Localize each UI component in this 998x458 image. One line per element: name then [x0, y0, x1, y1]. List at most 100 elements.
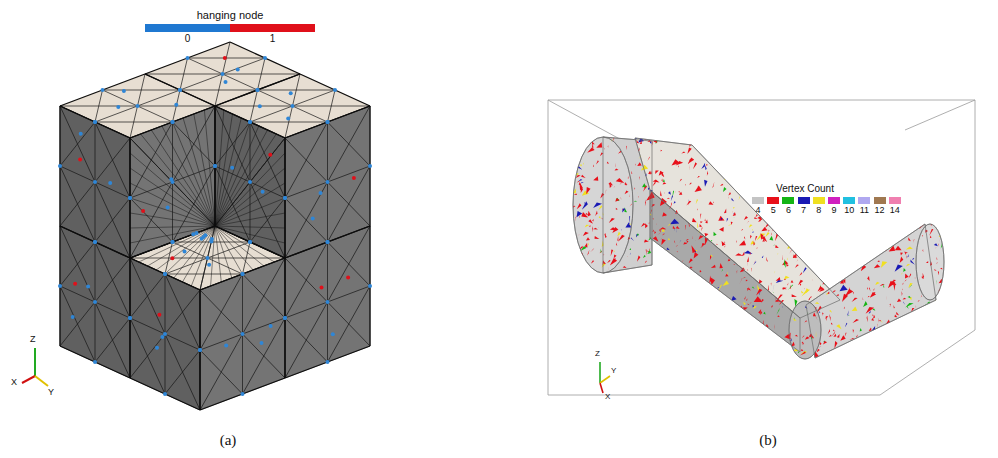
cell-mark	[864, 239, 866, 243]
cell-mark	[935, 166, 941, 172]
cell-mark	[720, 263, 723, 268]
mesh-edge	[215, 226, 253, 270]
mesh-edge	[60, 166, 95, 182]
cell-mark	[617, 334, 621, 338]
cell-mark	[730, 319, 733, 321]
mesh-edge	[200, 290, 243, 334]
cell-mark	[858, 182, 860, 188]
mesh-node	[198, 348, 202, 352]
cell-mark	[659, 339, 665, 341]
cell-mark	[891, 350, 894, 353]
cell-mark	[856, 244, 860, 247]
panel-label: (a)	[220, 432, 237, 449]
cell-mark	[793, 146, 798, 152]
mesh-edge	[242, 274, 243, 334]
cell-mark	[895, 315, 898, 318]
cell-mark	[823, 341, 827, 344]
cell-mark	[571, 323, 573, 328]
cell-mark	[771, 232, 772, 236]
cell-mark	[789, 349, 793, 350]
cell-mark	[786, 149, 788, 152]
cell-mark	[686, 239, 689, 241]
cell-mark	[697, 176, 700, 178]
cell-mark	[840, 210, 841, 212]
mesh-edge	[215, 114, 233, 226]
cell-mark	[845, 168, 849, 173]
axis-label: X	[11, 377, 17, 387]
cell-mark	[717, 169, 719, 171]
cell-mark	[752, 161, 755, 164]
cell-mark	[636, 283, 642, 286]
cell-mark	[695, 250, 696, 253]
cell-mark	[571, 185, 572, 190]
cell-mark	[928, 313, 931, 315]
cell-mark	[921, 324, 923, 326]
cell-mark	[778, 352, 781, 358]
cell-mark	[845, 323, 847, 328]
cell-mark	[774, 358, 782, 366]
cell-mark	[616, 178, 625, 183]
cell-mark	[796, 259, 798, 262]
cell-mark	[896, 312, 899, 316]
cell-mark	[817, 171, 819, 173]
cell-mark	[883, 232, 885, 235]
cell-mark	[835, 252, 837, 256]
cell-mark	[686, 241, 688, 244]
cell-mark	[583, 163, 585, 165]
cell-mark	[831, 322, 833, 324]
cell-mark	[654, 255, 656, 257]
axis-y	[35, 376, 48, 386]
cell-mark	[865, 163, 873, 167]
mesh-edge	[130, 138, 215, 226]
cell-mark	[830, 230, 834, 233]
cell-mark	[702, 361, 704, 366]
cell-mark	[647, 250, 651, 254]
cell-mark	[897, 319, 901, 323]
cell-mark	[585, 225, 590, 228]
mesh-node	[368, 284, 372, 288]
crank-mesh	[548, 100, 975, 395]
cell-mark	[936, 220, 941, 224]
cell-mark	[923, 333, 927, 336]
legend-swatch	[230, 24, 315, 32]
cell-mark	[905, 303, 913, 307]
cell-mark	[582, 314, 584, 317]
cell-mark	[860, 183, 861, 185]
cell-mark	[922, 330, 929, 337]
cell-mark	[908, 283, 913, 288]
cell-mark	[782, 306, 783, 309]
crank-outline	[603, 137, 652, 273]
mesh-node	[163, 272, 167, 276]
cell-mark	[576, 141, 577, 148]
cell-mark	[593, 331, 596, 333]
cell-mark	[747, 176, 749, 178]
mesh-edge	[60, 226, 130, 258]
cell-mark	[734, 184, 736, 187]
cell-mark	[860, 231, 863, 234]
cell-mark	[716, 317, 719, 322]
mesh-edge	[215, 226, 285, 258]
cell-mark	[663, 361, 664, 368]
cell-mark	[614, 323, 616, 328]
cell-mark	[779, 202, 781, 205]
cell-mark	[908, 237, 911, 241]
cell-mark	[836, 324, 841, 329]
cell-mark	[605, 338, 607, 343]
cell-mark	[585, 292, 587, 294]
cell-mark	[753, 261, 756, 265]
cell-mark	[693, 332, 696, 339]
cell-mark	[575, 350, 579, 354]
cell-mark	[722, 345, 728, 349]
cell-mark	[704, 180, 707, 187]
cell-mark	[833, 246, 835, 249]
cell-mark	[603, 352, 605, 354]
cell-mark	[903, 268, 906, 272]
legend-label: 9	[832, 205, 837, 215]
cell-mark	[802, 342, 803, 345]
cell-mark	[629, 223, 631, 225]
cell-mark	[604, 288, 607, 294]
cell-mark	[926, 178, 927, 182]
mesh-node	[93, 240, 97, 244]
legend-label: 1	[270, 33, 276, 45]
cell-mark	[685, 347, 687, 354]
